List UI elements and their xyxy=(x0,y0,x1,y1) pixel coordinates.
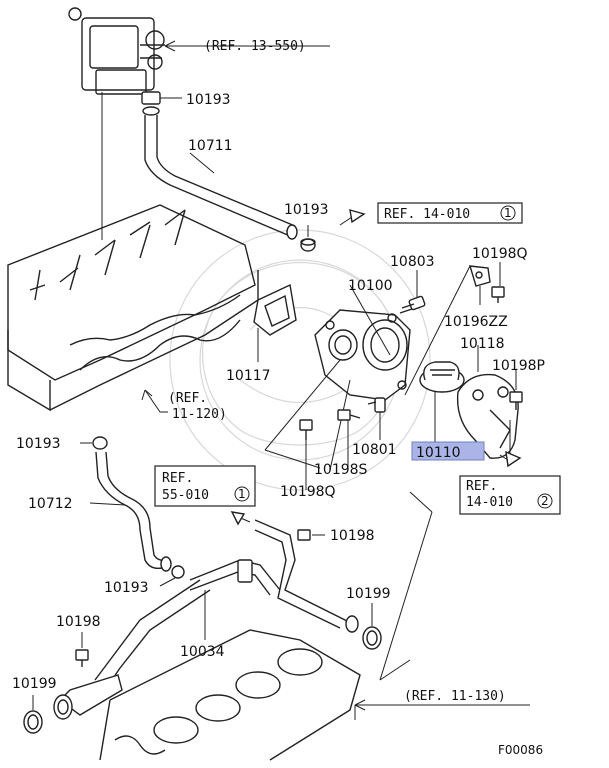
bolt-10198-lower xyxy=(75,649,89,667)
cylinder-head xyxy=(7,204,259,412)
bracket-10196zz xyxy=(469,265,491,287)
highlight-10110 xyxy=(411,441,485,461)
sensor-10801 xyxy=(367,397,386,413)
part-label-10193a: 10193 xyxy=(186,92,231,108)
thermostat-housing-10100 xyxy=(314,309,411,401)
ref-14-010-1: REF. 14-010 xyxy=(384,207,470,222)
ref-11-120-b: 11-120) xyxy=(172,407,227,422)
part-label-10198q2: 10198Q xyxy=(280,484,336,500)
part-label-10803: 10803 xyxy=(390,254,435,270)
part-label-10199b: 10199 xyxy=(12,676,57,692)
part-label-10199a: 10199 xyxy=(346,586,391,602)
gasket-10117 xyxy=(253,283,297,336)
ref-circle-14-010-1 xyxy=(500,205,516,221)
water-outlet-10118 xyxy=(456,373,519,459)
hose-10711 xyxy=(141,91,298,240)
ref-11-130: (REF. 11-130) xyxy=(404,689,506,704)
clamp-10193-upper xyxy=(300,238,316,252)
ref-55-010-a: REF. xyxy=(162,471,193,486)
cylinder-block xyxy=(99,629,361,761)
hose-10712 xyxy=(95,451,172,572)
ref-14-010-2-b: 14-010 xyxy=(466,495,513,510)
ref-11-120-a: (REF. xyxy=(168,391,207,406)
thermostat-10110 xyxy=(419,361,465,393)
water-pipe-10034 xyxy=(53,519,359,720)
part-label-10198b: 10198 xyxy=(56,614,101,630)
part-label-10712: 10712 xyxy=(28,496,73,512)
part-label-10193b: 10193 xyxy=(284,202,329,218)
part-label-10198p: 10198P xyxy=(492,358,545,374)
part-label-10193c: 10193 xyxy=(16,436,61,452)
ref-13-550: (REF. 13-550) xyxy=(204,39,306,54)
part-label-10100: 10100 xyxy=(348,278,393,294)
throttle-body xyxy=(68,7,165,95)
clamp-10193-lower xyxy=(92,436,108,450)
bolt-10198s xyxy=(299,409,361,440)
part-label-10198s: 10198S xyxy=(314,462,368,478)
part-label-10711: 10711 xyxy=(188,138,233,154)
part-label-10117: 10117 xyxy=(226,368,271,384)
ref-circle-14-010-2 xyxy=(537,493,553,509)
ref-55-010-num: 1 xyxy=(238,487,246,501)
part-label-10118: 10118 xyxy=(460,336,505,352)
part-label-10193d: 10193 xyxy=(104,580,149,596)
bolt-10198-pipe xyxy=(297,529,311,541)
ref-14-010-2-num: 2 xyxy=(541,494,549,508)
o-ring-10199-left xyxy=(23,710,43,734)
ref-14-010-2-a: REF. xyxy=(466,479,497,494)
figure-id: F00086 xyxy=(498,743,543,757)
ref-box-14-010-1 xyxy=(377,202,523,224)
part-label-10110: 10110 xyxy=(416,445,461,461)
ref-box-55-010 xyxy=(154,465,256,507)
part-label-10196zz: 10196ZZ xyxy=(444,314,508,330)
sensor-10803 xyxy=(399,295,426,314)
ref-circle-55-010 xyxy=(234,486,250,502)
part-label-10801: 10801 xyxy=(352,442,397,458)
ref-14-010-1-num: 1 xyxy=(504,206,512,220)
o-ring-10199-right xyxy=(362,626,382,650)
clamp-10193-pipe xyxy=(171,565,185,579)
part-label-10198a: 10198 xyxy=(330,528,375,544)
bolt-10198p xyxy=(509,391,523,410)
ref-55-010-b: 55-010 xyxy=(162,488,209,503)
part-label-10034: 10034 xyxy=(180,644,225,660)
bolt-10198q-top xyxy=(491,286,505,303)
part-label-10198q1: 10198Q xyxy=(472,246,528,262)
